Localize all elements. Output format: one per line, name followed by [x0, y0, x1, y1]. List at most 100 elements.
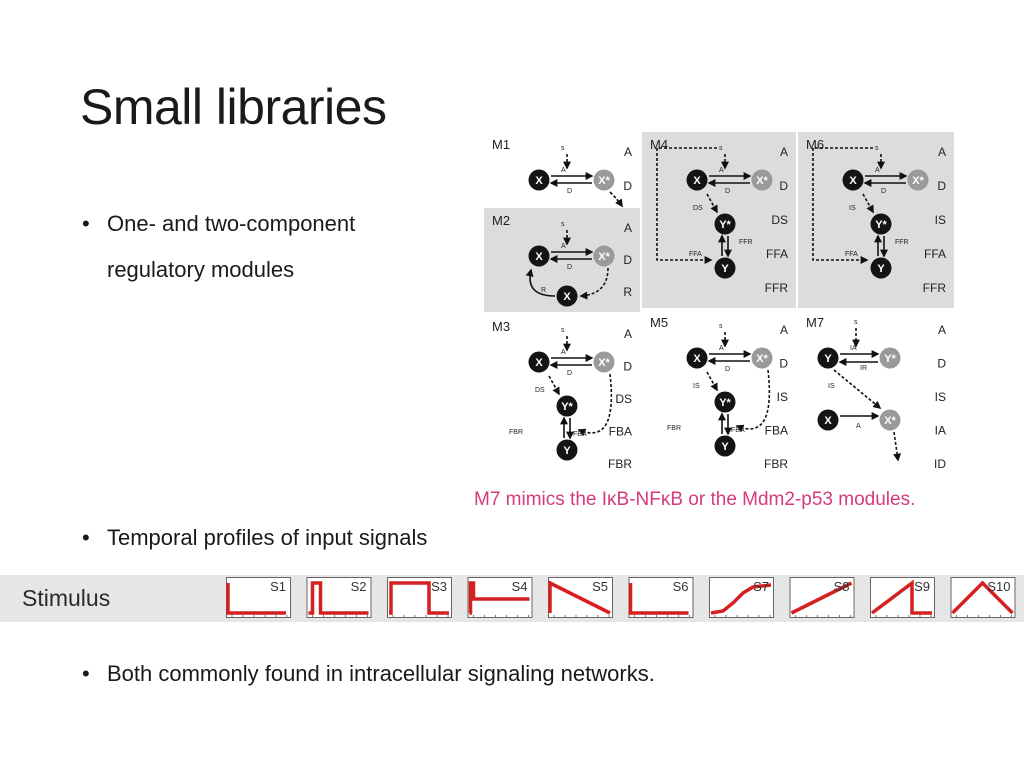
node-y-star — [870, 213, 892, 235]
edge-label-d: D — [725, 188, 730, 195]
edge-label-a: A — [561, 349, 566, 356]
edge-label-ffa: FFA — [689, 251, 702, 258]
edge-label-is: IS — [849, 205, 856, 212]
edge-label-fbr: FBR — [509, 429, 523, 436]
edge-label-d: D — [567, 264, 572, 271]
module-panel — [798, 310, 954, 484]
module-label: A — [624, 221, 632, 235]
module-label: FBA — [765, 424, 788, 438]
module-label: D — [937, 179, 946, 193]
stimulus-curve — [308, 581, 369, 615]
bullet-text: Temporal profiles of input signals — [107, 525, 428, 550]
bullet-text-line1: One- and two-component — [107, 211, 356, 236]
stimulus-frame — [870, 577, 935, 618]
edge-label-fba: FBA — [573, 431, 587, 438]
node-x-star-label: X* — [884, 415, 896, 427]
node-x — [528, 245, 550, 267]
stimulus-panel-label: S10 — [987, 579, 1010, 594]
module-label: D — [623, 253, 632, 267]
node-x-star — [593, 351, 615, 373]
node-y — [714, 257, 736, 279]
node-x-label: X — [535, 251, 543, 263]
edge-label-a: A — [875, 167, 880, 174]
module-label: FBR — [608, 457, 632, 471]
node-x-star-label: X* — [598, 251, 610, 263]
stimulus-frame — [226, 577, 291, 618]
stimulus-panel-s3: S3 — [387, 577, 452, 618]
node-x-star-label: X* — [756, 175, 768, 187]
bullet-symbol: • — [82, 525, 90, 550]
edge-label-a: A — [719, 167, 724, 174]
module-name: M4 — [650, 137, 668, 152]
module-label: DS — [615, 392, 632, 406]
node-y-star — [714, 391, 736, 413]
edge-product — [579, 267, 609, 300]
module-label: A — [624, 145, 632, 159]
node-y — [870, 257, 892, 279]
stimulus-panel-label: S1 — [270, 579, 286, 594]
node-y-label: Y — [824, 353, 832, 365]
stimulus-curve — [710, 583, 772, 615]
slide-title: Small libraries — [80, 79, 387, 135]
module-label: FBA — [609, 425, 632, 439]
module-label: FFA — [766, 247, 788, 261]
edge-label-ffa: FFA — [845, 251, 858, 258]
edge-label-fbr: FBR — [667, 425, 681, 432]
module-label: D — [779, 179, 788, 193]
node-x — [842, 169, 864, 191]
node-x-star-label: X* — [598, 175, 610, 187]
node-x — [817, 409, 839, 431]
stimulus-panel-s8: S8 — [789, 577, 855, 618]
node-x-label: X — [849, 175, 857, 187]
edge-label-d: D — [567, 370, 572, 377]
edge-label-d: D — [725, 366, 730, 373]
stimulus-curve — [951, 580, 1014, 615]
stimulus-panel-label: S6 — [673, 579, 689, 594]
module-label: FFA — [924, 247, 946, 261]
signal-label: s — [561, 221, 565, 228]
stimulus-label: Stimulus — [22, 585, 111, 611]
node-y-label: Y — [877, 263, 885, 275]
signal-label: s — [854, 319, 858, 326]
node-x-label: X — [824, 415, 832, 427]
module-label: FFR — [923, 281, 947, 295]
stimulus-panel-s4: S4 — [467, 577, 533, 618]
bullet-text: Both commonly found in intracellular sig… — [107, 661, 655, 686]
stimulus-panel-label: S2 — [351, 579, 367, 594]
edge-ds — [548, 375, 560, 396]
module-label: FFR — [765, 281, 789, 295]
node-y — [714, 435, 736, 457]
edge-ffa — [656, 147, 717, 264]
node-y-star — [714, 213, 736, 235]
node-x-star-label: X* — [598, 357, 610, 369]
module-name: M5 — [650, 315, 668, 330]
module-name: M6 — [806, 137, 824, 152]
stimulus-panel-label: S5 — [592, 579, 608, 594]
stimulus-panel-label: S7 — [753, 579, 769, 594]
node-x-label: X — [535, 357, 543, 369]
stimulus-curve — [468, 581, 530, 615]
node-x-star — [879, 409, 901, 431]
edge-label-a: A — [719, 345, 724, 352]
node-x-star — [907, 169, 929, 191]
node-x-star-label: X* — [756, 353, 768, 365]
module-label: IS — [777, 390, 788, 404]
node-y-label: Y — [721, 263, 729, 275]
module-name: M2 — [492, 213, 510, 228]
edge-label-is: IS — [693, 383, 700, 390]
edge-label-ffr: FFR — [895, 239, 909, 246]
node-x-label: X — [693, 353, 701, 365]
edge-label-d: D — [881, 188, 886, 195]
module-panel — [484, 132, 640, 206]
node-x — [528, 351, 550, 373]
stimulus-panel-label: S3 — [431, 579, 447, 594]
stimulus-frame — [628, 577, 694, 618]
edge-label-d: D — [567, 188, 572, 195]
edge-label-a: A — [561, 167, 566, 174]
module-name: M7 — [806, 315, 824, 330]
